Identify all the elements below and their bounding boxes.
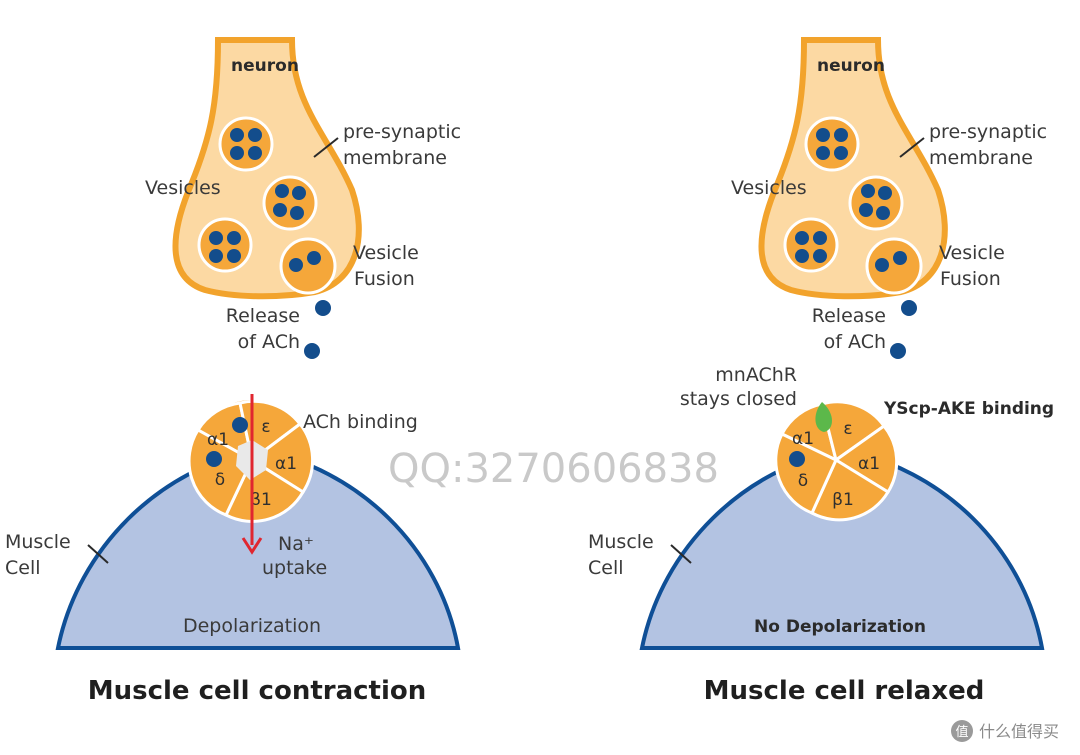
presynaptic-label-1: pre-synaptic bbox=[929, 121, 1047, 143]
subunit-beta1: β1 bbox=[832, 490, 854, 510]
presynaptic-label-2: membrane bbox=[343, 147, 447, 169]
subunit-alpha1-left: α1 bbox=[207, 430, 229, 450]
release-label-1: Release bbox=[226, 305, 300, 327]
state-label: No Depolarization bbox=[754, 617, 926, 637]
subunit-beta1: β1 bbox=[250, 490, 272, 510]
ach-molecule bbox=[901, 300, 917, 316]
subunit-epsilon: ε bbox=[261, 417, 270, 437]
muscle-leader bbox=[87, 544, 109, 564]
subunit-alpha1-left: α1 bbox=[792, 429, 814, 449]
presynaptic-label-2: membrane bbox=[929, 147, 1033, 169]
closed-label-2: stays closed bbox=[680, 388, 797, 410]
state-label: Depolarization bbox=[183, 615, 321, 637]
closed-label-1: mnAChR bbox=[715, 364, 797, 386]
subunit-alpha1-right: α1 bbox=[275, 454, 297, 474]
subunit-delta: δ bbox=[798, 471, 808, 491]
vesicle bbox=[197, 217, 253, 273]
release-label-1: Release bbox=[812, 305, 886, 327]
yscp-binding-label: YScp-AKE binding bbox=[883, 399, 1054, 419]
panel-title: Muscle cell contraction bbox=[88, 676, 427, 706]
muscle-label-1: Muscle bbox=[5, 531, 71, 553]
vesicle bbox=[804, 116, 860, 172]
watermark-logo-icon bbox=[951, 720, 973, 742]
vesicle bbox=[218, 116, 274, 172]
fusing-vesicle bbox=[865, 237, 923, 295]
subunit-epsilon: ε bbox=[843, 419, 852, 439]
toxin-molecule bbox=[815, 402, 832, 432]
presynaptic-leader bbox=[313, 137, 339, 158]
watermark-text: QQ:3270606838 bbox=[388, 446, 719, 492]
ion-label-2: uptake bbox=[262, 557, 327, 579]
nicotinic-receptor-closed: α1 ε α1 δ β1 bbox=[774, 400, 899, 522]
vesicle bbox=[848, 175, 904, 231]
fusion-label-1: Vesicle bbox=[939, 242, 1005, 264]
corner-watermark: 值 什么值得买 bbox=[951, 720, 1059, 742]
neuron-label: neuron bbox=[231, 56, 299, 76]
presynaptic-label-1: pre-synaptic bbox=[343, 121, 461, 143]
release-label-2: of ACh bbox=[238, 331, 300, 353]
subunit-delta: δ bbox=[215, 470, 225, 490]
ion-label-1: Na⁺ bbox=[278, 533, 314, 555]
vesicle bbox=[262, 175, 318, 231]
svg-text:值: 值 bbox=[955, 724, 968, 740]
ach-molecule bbox=[315, 300, 331, 316]
corner-watermark-text: 什么值得买 bbox=[979, 722, 1059, 741]
muscle-leader bbox=[670, 544, 692, 564]
fusion-label-2: Fusion bbox=[354, 268, 415, 290]
muscle-label-1: Muscle bbox=[588, 531, 654, 553]
fusing-vesicle bbox=[279, 237, 337, 295]
panel-title: Muscle cell relaxed bbox=[704, 676, 985, 706]
fusion-label-1: Vesicle bbox=[353, 242, 419, 264]
vesicles-label: Vesicles bbox=[731, 177, 807, 199]
neuron-label: neuron bbox=[817, 56, 885, 76]
panel-relaxed: neuron pre-synaptic membrane Vesicles Ve… bbox=[588, 37, 1054, 706]
ach-molecule bbox=[890, 343, 906, 359]
vesicles-label: Vesicles bbox=[145, 177, 221, 199]
fusion-label-2: Fusion bbox=[940, 268, 1001, 290]
muscle-label-2: Cell bbox=[588, 557, 624, 579]
release-label-2: of ACh bbox=[824, 331, 886, 353]
panel-contraction: neuron pre-synaptic membrane Vesicles bbox=[5, 37, 461, 706]
ach-binding-label: ACh binding bbox=[303, 411, 418, 433]
ach-molecule bbox=[304, 343, 320, 359]
presynaptic-leader bbox=[899, 137, 925, 158]
subunit-alpha1-right: α1 bbox=[858, 454, 880, 474]
vesicle bbox=[783, 217, 839, 273]
muscle-label-2: Cell bbox=[5, 557, 41, 579]
sodium-influx-arrow bbox=[241, 394, 263, 555]
